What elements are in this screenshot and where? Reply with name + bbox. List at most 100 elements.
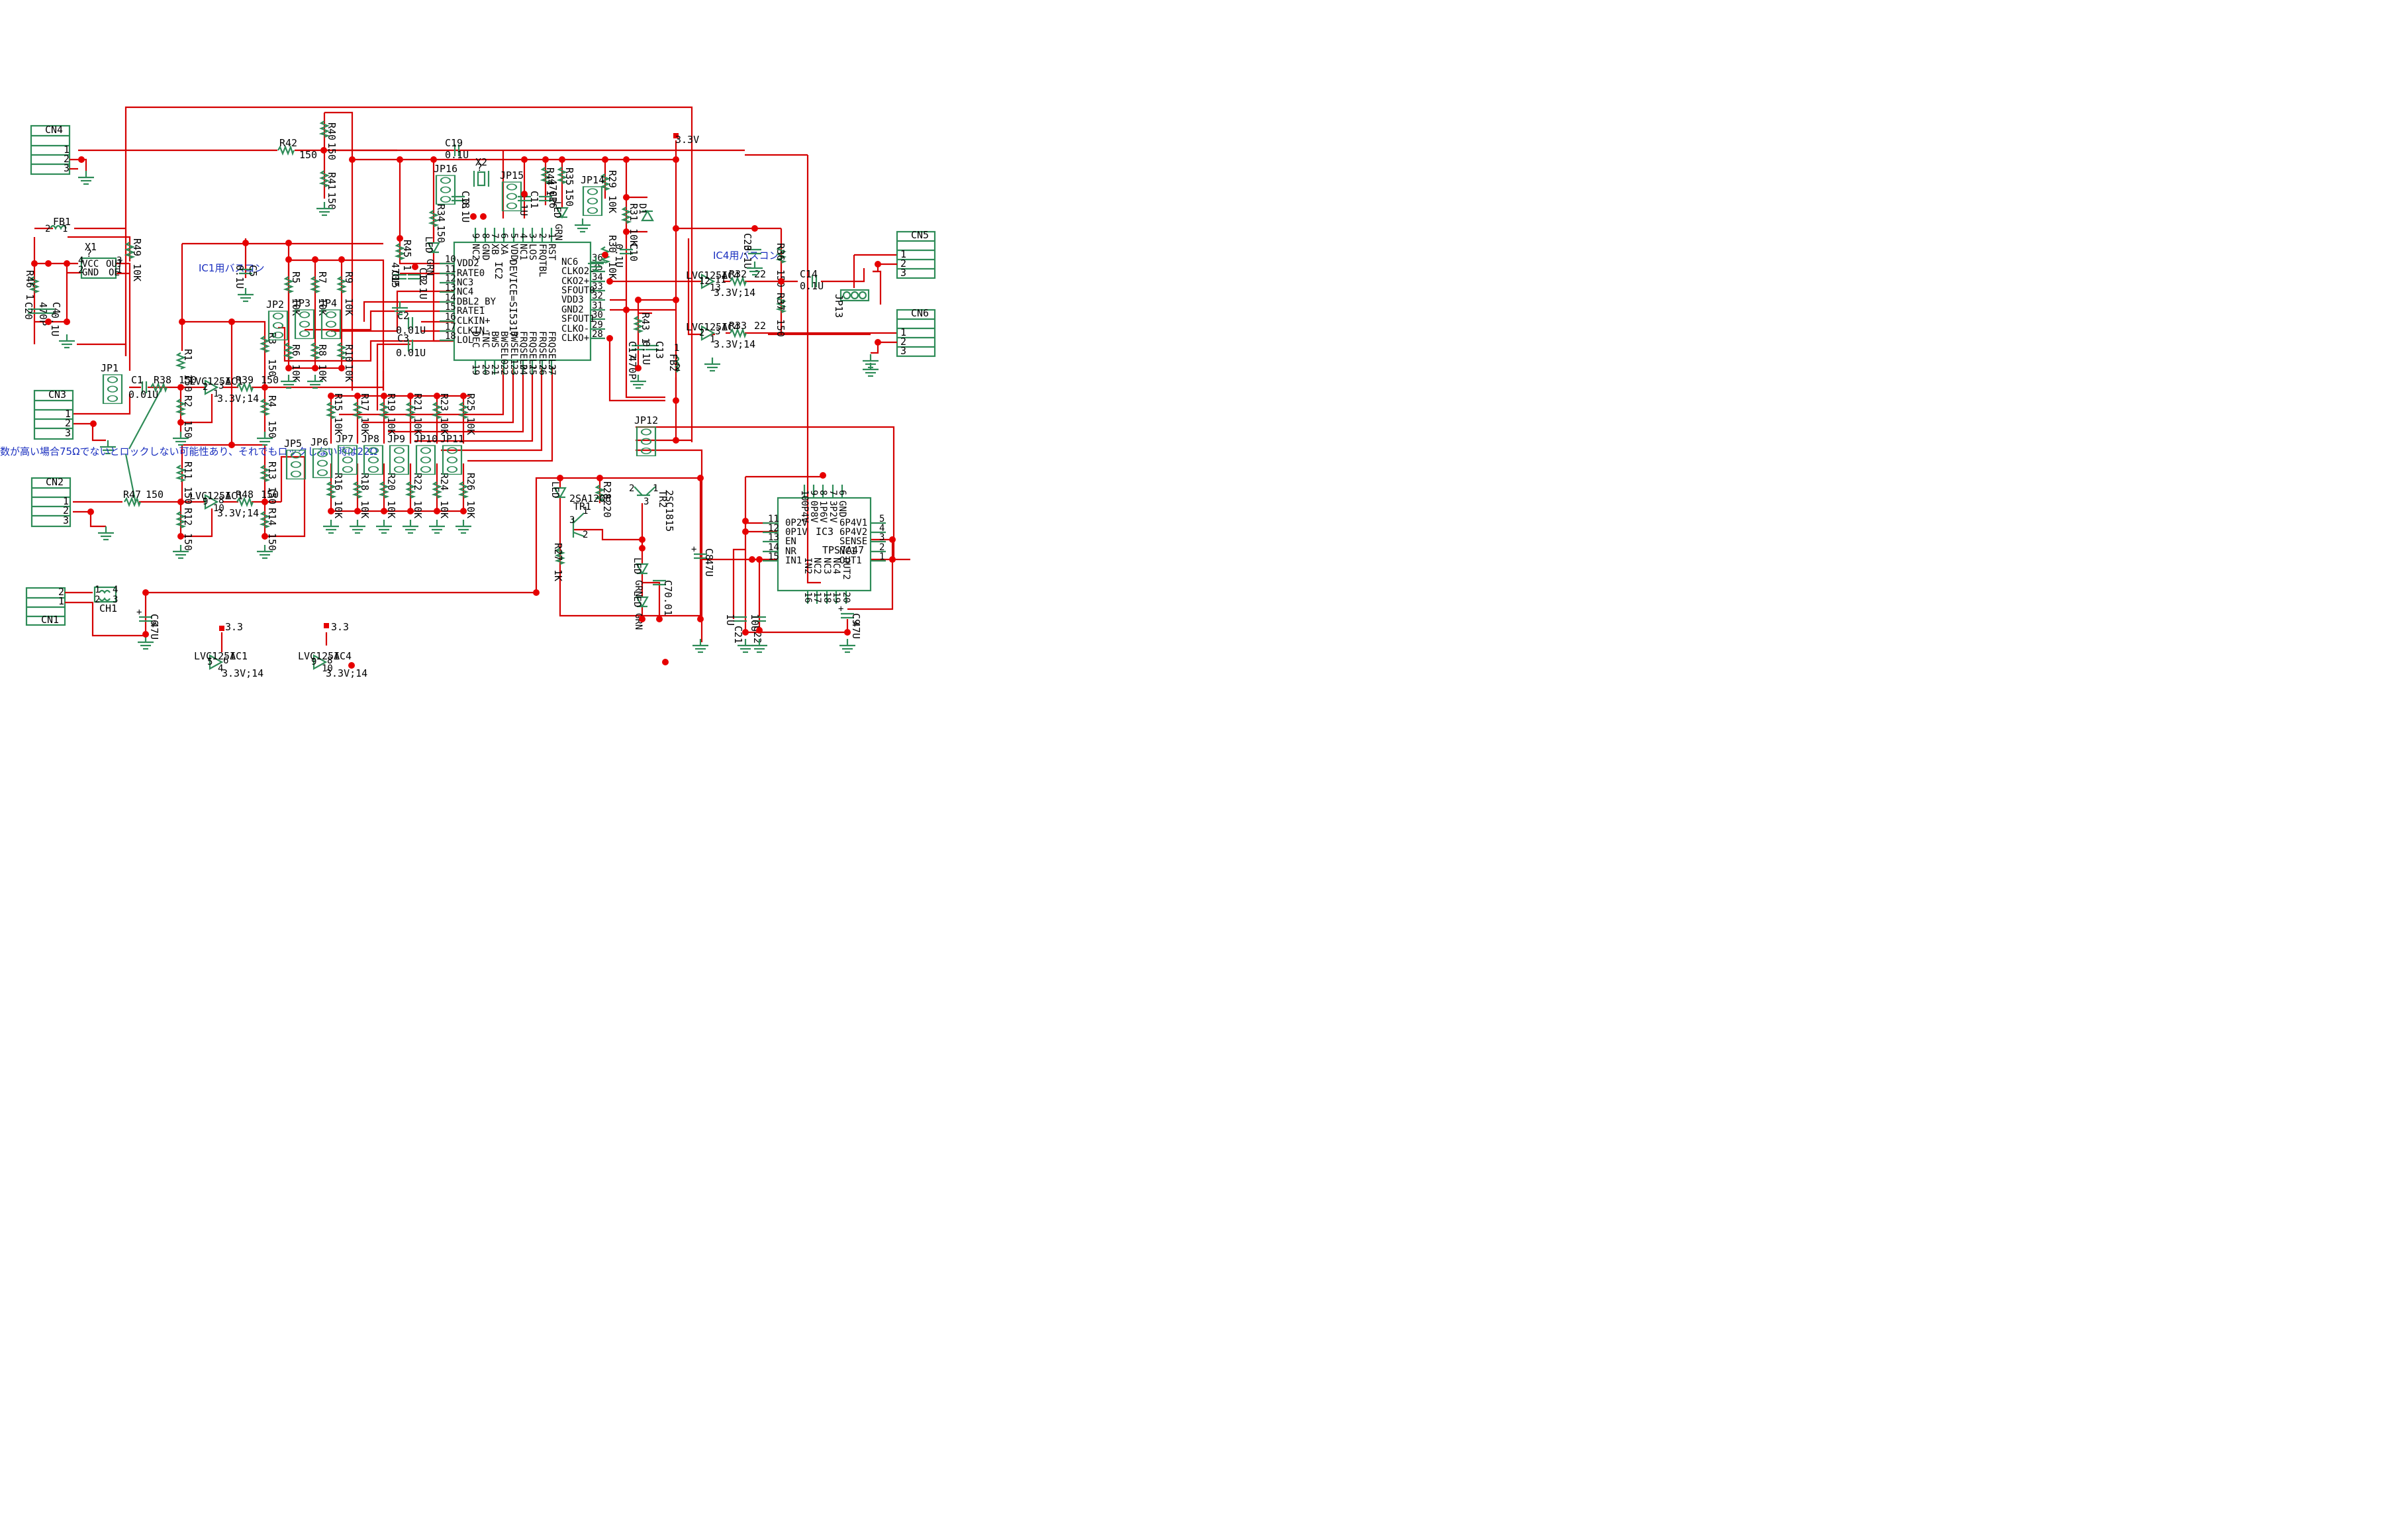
jumper-ref: JP10	[414, 433, 438, 445]
jumper-jp3: JP3	[293, 297, 315, 340]
buffer-pin: 13	[710, 283, 721, 293]
junction-dot	[521, 156, 528, 163]
part-ref: LED	[632, 557, 642, 574]
ic2-pin-name: XB	[489, 244, 500, 255]
buffer-part: LVC125A	[298, 650, 340, 662]
buffer-supply: 3.3V;14	[217, 507, 259, 519]
pin: 2	[45, 224, 50, 234]
part-value: 10K	[359, 501, 371, 518]
part-value: 150	[261, 374, 279, 386]
junction-dot	[354, 393, 361, 399]
part-ref: R9	[343, 271, 355, 283]
part-value: 10K	[465, 417, 477, 435]
ic3-pin-name: 6P4V1	[839, 518, 867, 528]
jumper-ref: JP2	[266, 299, 284, 311]
ic3-pin-number: 11	[768, 514, 779, 524]
pin: 1	[95, 585, 100, 595]
note-ic1-bypass: IC1用バスコン	[199, 262, 264, 274]
junction-dot	[90, 420, 97, 427]
part-ref: R4	[266, 395, 278, 407]
svg-text:3.3: 3.3	[331, 621, 349, 633]
part-ref: R49	[131, 238, 143, 256]
part-value: 10K	[359, 417, 371, 435]
junction-dot	[328, 508, 334, 514]
ic2-pin-number: 25	[527, 364, 538, 375]
ic2-pin-number: 11	[445, 264, 456, 275]
ic2-pin-number: 5	[508, 233, 519, 238]
ic3-pin-name: 0P8V	[808, 501, 819, 523]
part-ref: R31	[628, 203, 640, 221]
junction-dot	[742, 629, 749, 636]
junction-dot	[228, 442, 235, 448]
ic2-pin-name: GND2	[561, 305, 584, 315]
part-ref: R20	[385, 473, 397, 491]
ic2-pin-number: 1	[546, 233, 557, 238]
ic2-pin-number: 20	[480, 364, 491, 375]
part-value: 10U	[749, 614, 761, 632]
part-ref: C16	[547, 191, 559, 209]
buffer-pin: 9	[311, 657, 316, 667]
ic3-pin-name: IN1	[785, 555, 802, 566]
connector-cn4: CN4 1 2 3	[30, 124, 95, 185]
part-value: 0.1U	[417, 275, 429, 299]
cn2-label: CN2	[46, 476, 64, 488]
ic2-pin-number: 19	[470, 364, 481, 375]
part-ref: C5	[247, 265, 259, 277]
part-ref: R41	[326, 172, 338, 190]
junction-dot	[656, 616, 663, 622]
buffer-pin: 1	[710, 334, 715, 345]
ic2-pin-name: SFOUT0	[561, 285, 595, 296]
ic3-pin-number: 5	[879, 514, 884, 524]
junction-dot	[348, 662, 355, 669]
ic3-pin-number: 7	[828, 490, 838, 495]
jumper-jp4: JP4	[319, 297, 342, 340]
buffer-part: LVC125A	[686, 269, 728, 281]
junction-dot	[460, 508, 467, 514]
part-ref: R7	[316, 271, 328, 283]
ic2-pin-number: 9	[470, 233, 481, 238]
part-value: 10K	[332, 501, 344, 518]
part-value: GRN	[553, 224, 563, 240]
ic3-pin-number: 16	[802, 592, 813, 603]
ic2-pin-number: 33	[592, 281, 603, 292]
part-value: 10K	[131, 264, 143, 281]
junction-dot	[338, 256, 345, 263]
jumper-jp13: JP13	[833, 289, 870, 318]
buffer-pin: 5	[207, 657, 213, 667]
part-ref: R6	[290, 344, 302, 356]
buffer-pin: 9	[203, 497, 208, 507]
junction-dots	[31, 147, 896, 669]
jumper-jp14: JP14	[581, 174, 604, 217]
junction-dot	[559, 156, 565, 163]
jumper-jp10: JP10	[414, 433, 438, 475]
part-value: 150	[435, 225, 447, 243]
part-value: 10K	[343, 364, 355, 382]
ic2-pin-number: 18	[445, 331, 456, 342]
svg-text:1: 1	[900, 326, 906, 338]
part-ref: R8	[316, 344, 328, 356]
part-value: 150	[182, 533, 194, 551]
junction-dot	[312, 256, 318, 263]
part-ref: C20	[23, 302, 34, 320]
part-ref: R30	[606, 235, 618, 253]
svg-text:3: 3	[63, 514, 69, 526]
jumper-ref: JP14	[581, 174, 604, 186]
ic2-pin-number: 24	[518, 364, 528, 375]
ic3-pin-number: 14	[768, 542, 779, 553]
ic2-pin-number: 14	[445, 293, 456, 303]
part-value: 10K	[628, 228, 640, 246]
ic3-pin-name: NC2	[812, 557, 822, 574]
